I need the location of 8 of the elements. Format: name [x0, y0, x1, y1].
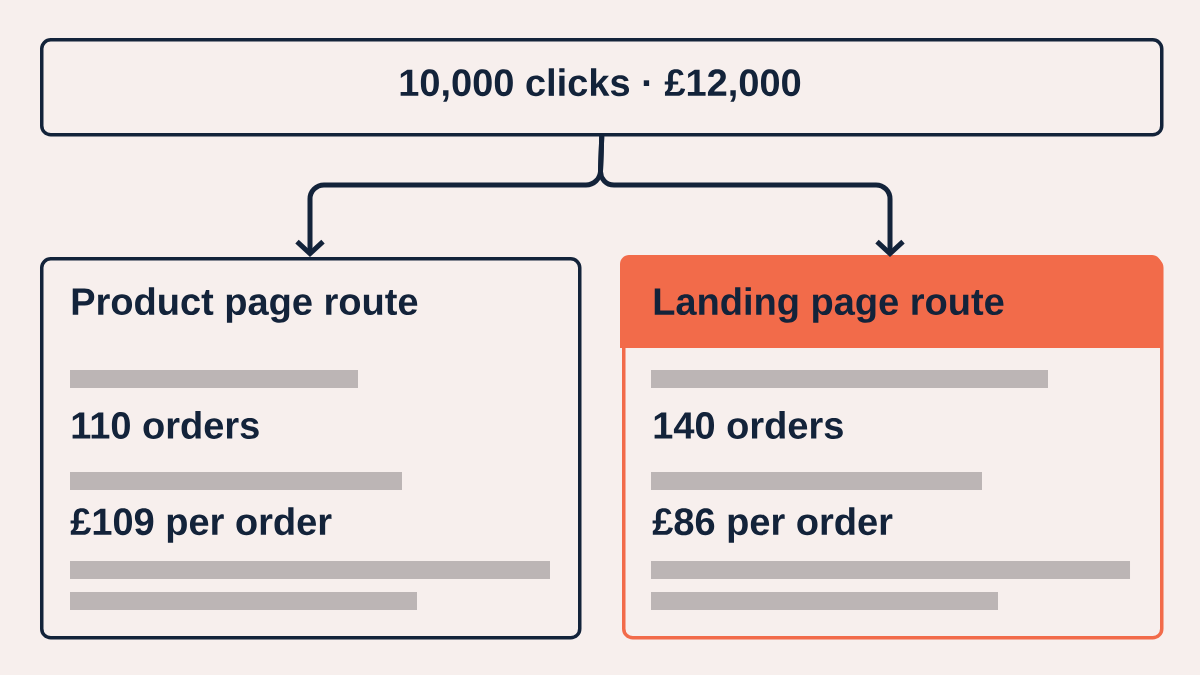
arrow	[598, 134, 905, 257]
cost-per-order: £109 per order	[70, 507, 332, 543]
order-count: 110 orders	[72, 411, 259, 439]
cost-per-order: £86 per order	[652, 507, 893, 543]
summary-text: 10,000 clicks · £12,000	[400, 68, 801, 102]
order-count: 140 orders	[654, 411, 843, 439]
card-heading: Product page route	[72, 287, 418, 323]
card-heading: Landing page route	[654, 287, 1004, 323]
